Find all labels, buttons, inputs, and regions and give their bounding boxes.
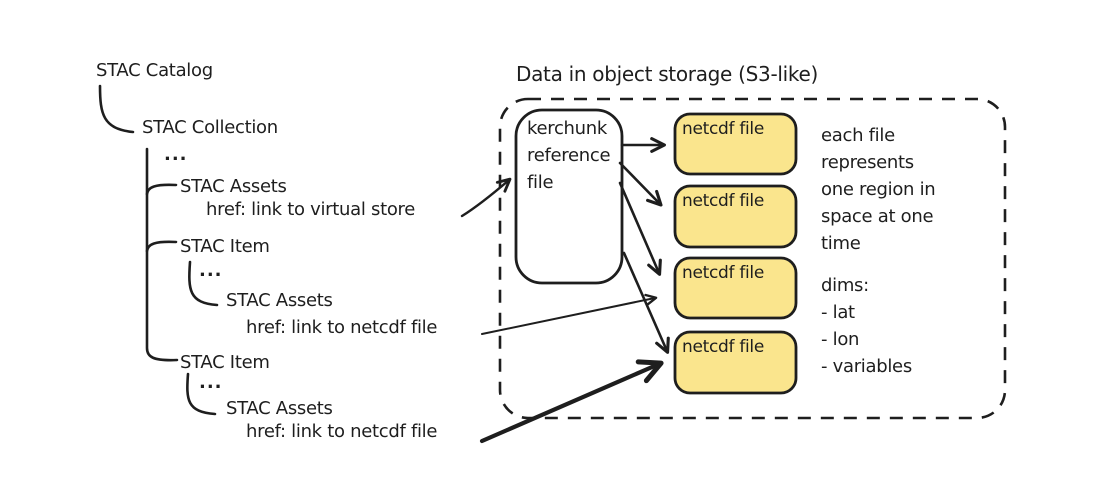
dims-item-lon: - lon: [821, 329, 860, 350]
netcdf-file-label-3: netcdf file: [682, 263, 765, 283]
collection-assets-href: href: link to virtual store: [206, 199, 416, 220]
netcdf-file-box-3: [673, 256, 798, 320]
tree-line-item1-assets: [188, 260, 219, 307]
tree-line-item2-assets: [186, 372, 217, 416]
tree-tick-item1: [145, 240, 178, 253]
item2-ellipsis: ...: [199, 372, 223, 393]
arrow-kerchunk-to-netcdf3: [618, 181, 662, 276]
stac-item1-label: STAC Item: [180, 236, 270, 257]
kerchunk-line-2: reference: [527, 145, 611, 166]
collection-assets-label: STAC Assets: [180, 176, 287, 197]
tree-line-catalog-collection: [98, 84, 135, 134]
item1-ellipsis: ...: [199, 260, 223, 281]
annotation-each-file: each file represents one region in space…: [821, 125, 936, 254]
netcdf-file-label-1: netcdf file: [682, 119, 765, 139]
netcdf-file-box-1: [673, 112, 798, 176]
netcdf-file-box-4: [673, 330, 798, 395]
dims-title: dims:: [821, 275, 869, 296]
item1-assets-label: STAC Assets: [226, 290, 333, 311]
tree-tick-collection-assets: [145, 183, 178, 196]
arrow-href2-to-netcdf4: [479, 359, 664, 444]
arrow-kerchunk-to-netcdf2: [618, 161, 663, 207]
arrow-virtual-store-to-kerchunk: [460, 177, 512, 218]
kerchunk-line-1: kerchunk: [527, 118, 608, 139]
dims-item-variables: - variables: [821, 356, 912, 377]
kerchunk-line-3: file: [527, 172, 554, 193]
arrow-kerchunk-to-netcdf4: [622, 251, 670, 354]
kerchunk-reference-file-label: kerchunk reference file: [527, 115, 611, 196]
stac-item2-label: STAC Item: [180, 352, 270, 373]
collection-ellipsis: ...: [164, 144, 188, 165]
item1-assets-href: href: link to netcdf file: [246, 317, 438, 338]
object-storage-title: Data in object storage (S3-like): [516, 62, 818, 86]
arrow-href1-to-netcdf3: [481, 293, 658, 335]
item2-assets-href: href: link to netcdf file: [246, 421, 438, 442]
stac-collection-label: STAC Collection: [142, 117, 278, 138]
stac-catalog-label: STAC Catalog: [96, 60, 213, 81]
netcdf-file-box-2: [673, 184, 798, 249]
netcdf-file-label-4: netcdf file: [682, 337, 765, 357]
netcdf-file-label-2: netcdf file: [682, 191, 765, 211]
kerchunk-reference-file-box: [514, 108, 624, 285]
object-storage-boundary: [498, 97, 1007, 420]
tree-line-collection-spine: [145, 147, 179, 362]
item2-assets-label: STAC Assets: [226, 398, 333, 419]
dims-item-lat: - lat: [821, 302, 855, 323]
